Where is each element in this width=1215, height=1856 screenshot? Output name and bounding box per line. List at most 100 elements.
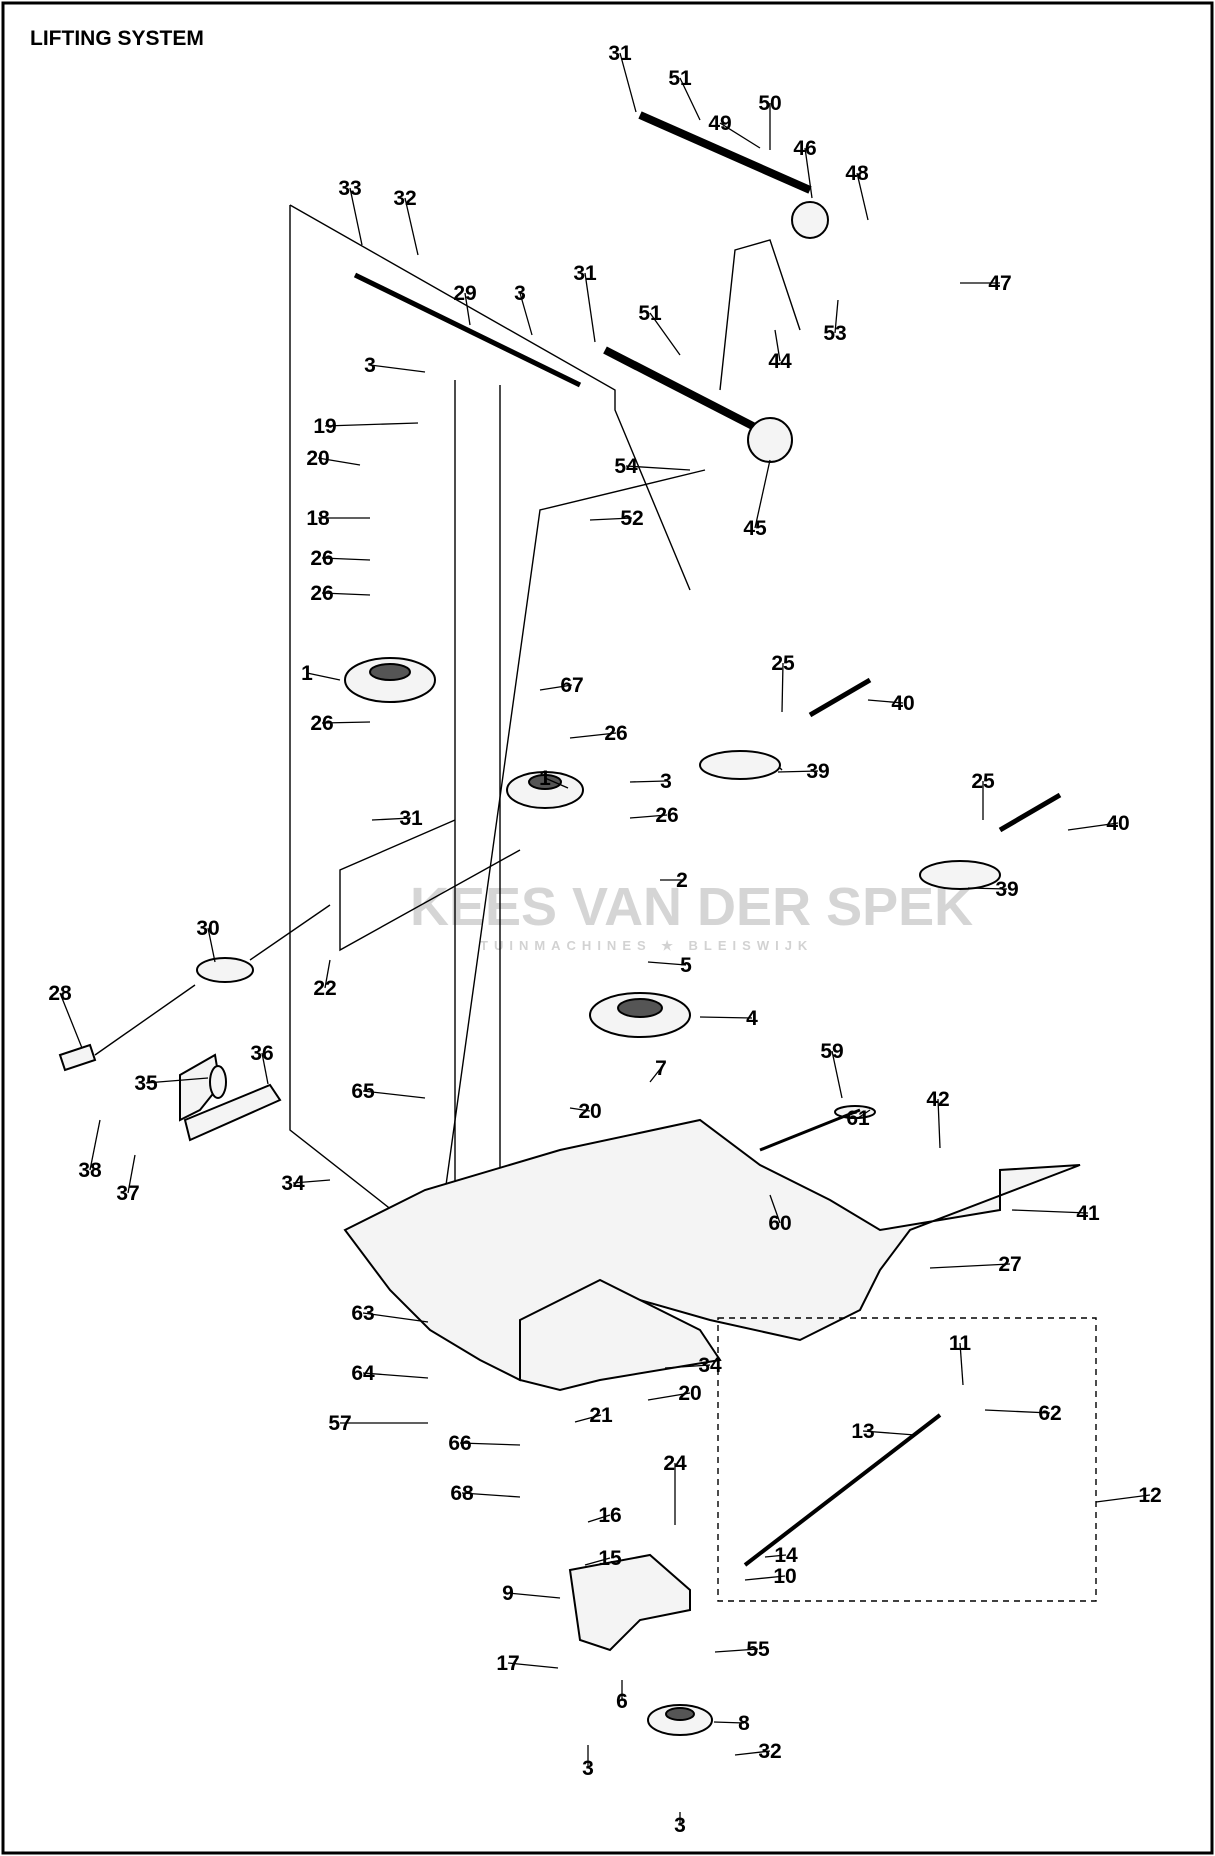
callout-leader-5 bbox=[647, 961, 687, 966]
deck-arm-9 bbox=[568, 1553, 691, 1652]
callout-30: 30 bbox=[196, 917, 219, 940]
callout-leader-25 bbox=[781, 662, 784, 713]
callout-leader-28 bbox=[59, 992, 83, 1049]
callout-27: 27 bbox=[998, 1253, 1021, 1276]
reference-link-52 bbox=[429, 469, 706, 1301]
shaft-51-upper bbox=[638, 111, 812, 194]
callout-6: 6 bbox=[616, 1690, 628, 1713]
callout-leader-53 bbox=[834, 299, 839, 334]
cable-12 bbox=[743, 1413, 942, 1567]
callout-15: 15 bbox=[598, 1547, 622, 1570]
callout-32: 32 bbox=[758, 1740, 781, 1763]
callout-leader-62 bbox=[984, 1409, 1051, 1414]
callout-26: 26 bbox=[310, 712, 333, 735]
callout-51: 51 bbox=[638, 302, 662, 325]
rod-29 bbox=[353, 272, 582, 388]
callout-48: 48 bbox=[845, 162, 869, 185]
callout-59: 59 bbox=[820, 1040, 843, 1063]
callout-leader-64 bbox=[362, 1372, 429, 1379]
callout-leader-49 bbox=[719, 122, 761, 149]
callout-25: 25 bbox=[771, 652, 795, 675]
callout-1: 1 bbox=[539, 767, 551, 790]
callout-17: 17 bbox=[496, 1652, 519, 1675]
callout-45: 45 bbox=[743, 517, 767, 540]
callout-50: 50 bbox=[758, 92, 781, 115]
callout-9: 9 bbox=[502, 1582, 514, 1605]
callout-leader-61 bbox=[857, 1109, 871, 1119]
callout-33: 33 bbox=[338, 177, 361, 200]
callout-31: 31 bbox=[608, 42, 632, 65]
watermark-subtext: TUINMACHINES ★ BLEISWIJK bbox=[480, 938, 813, 953]
callout-64: 64 bbox=[351, 1362, 375, 1385]
callout-13: 13 bbox=[851, 1420, 874, 1443]
callout-61: 61 bbox=[846, 1107, 870, 1130]
spring-39-lower-body bbox=[919, 860, 1001, 890]
callout-leader-40 bbox=[1067, 822, 1119, 831]
callout-leader-36 bbox=[261, 1052, 269, 1085]
callout-leader-3 bbox=[519, 292, 533, 336]
callout-49: 49 bbox=[708, 112, 731, 135]
watermark-text: KEES VAN DER SPEK bbox=[410, 877, 973, 937]
callout-28: 28 bbox=[48, 982, 72, 1005]
callout-14: 14 bbox=[774, 1544, 798, 1567]
callout-leader-44 bbox=[774, 329, 781, 362]
bolt-40-lower bbox=[998, 792, 1062, 833]
callout-leader-63 bbox=[362, 1312, 429, 1323]
callout-39: 39 bbox=[995, 878, 1018, 901]
callout-leader-1 bbox=[544, 777, 569, 789]
callout-leader-26 bbox=[321, 721, 371, 724]
callout-26: 26 bbox=[310, 547, 333, 570]
callout-40: 40 bbox=[1106, 812, 1129, 835]
callout-54: 54 bbox=[614, 455, 638, 478]
callout-leader-12 bbox=[1095, 1494, 1151, 1503]
callout-65: 65 bbox=[351, 1080, 375, 1103]
callout-leader-60 bbox=[769, 1194, 781, 1224]
diagram-title: LIFTING SYSTEM bbox=[30, 27, 204, 50]
callout-12: 12 bbox=[1138, 1484, 1161, 1507]
cable-diagonal bbox=[339, 819, 521, 952]
callout-leader-7 bbox=[649, 1067, 662, 1083]
frame-front-plate bbox=[519, 1278, 722, 1392]
callout-38: 38 bbox=[78, 1159, 102, 1182]
callout-leader-68 bbox=[461, 1492, 521, 1498]
callout-39: 39 bbox=[806, 760, 829, 783]
callout-47: 47 bbox=[988, 272, 1011, 295]
callout-leader-51 bbox=[679, 77, 701, 121]
callout-leader-51 bbox=[649, 312, 681, 356]
callout-67: 67 bbox=[560, 674, 583, 697]
callout-leader-39 bbox=[777, 770, 819, 773]
callout-leader-52 bbox=[589, 517, 633, 521]
callout-4: 4 bbox=[746, 1007, 758, 1030]
bolt-40-upper bbox=[808, 677, 872, 718]
callout-leader-22 bbox=[324, 959, 331, 989]
callout-leader-13 bbox=[862, 1430, 916, 1436]
callout-leader-29 bbox=[464, 292, 471, 326]
callout-leader-31 bbox=[584, 272, 596, 343]
callout-62: 62 bbox=[1038, 1402, 1061, 1425]
callout-60: 60 bbox=[768, 1212, 791, 1235]
callout-leader-54 bbox=[625, 465, 691, 471]
callout-leader-20 bbox=[647, 1392, 691, 1401]
callout-leader-40 bbox=[867, 699, 904, 704]
callout-leader-27 bbox=[929, 1263, 1011, 1269]
callout-63: 63 bbox=[351, 1302, 374, 1325]
callout-3: 3 bbox=[660, 770, 672, 793]
callout-3: 3 bbox=[514, 282, 526, 305]
callout-leader-39 bbox=[967, 887, 1008, 890]
callout-leader-38 bbox=[89, 1119, 101, 1171]
callout-36: 36 bbox=[250, 1042, 273, 1065]
callout-leader-14 bbox=[764, 1554, 787, 1558]
callout-leader-19 bbox=[324, 422, 419, 427]
callout-leader-1 bbox=[306, 672, 341, 681]
callout-leader-31 bbox=[371, 817, 412, 821]
callout-leader-26 bbox=[629, 814, 668, 819]
front-bracket bbox=[179, 1053, 222, 1122]
callout-34: 34 bbox=[698, 1354, 722, 1377]
reference-frame-top bbox=[289, 204, 691, 591]
callout-leader-67 bbox=[539, 684, 573, 691]
callout-53: 53 bbox=[823, 322, 846, 345]
callout-leader-3 bbox=[369, 364, 426, 373]
callout-1: 1 bbox=[301, 662, 313, 685]
